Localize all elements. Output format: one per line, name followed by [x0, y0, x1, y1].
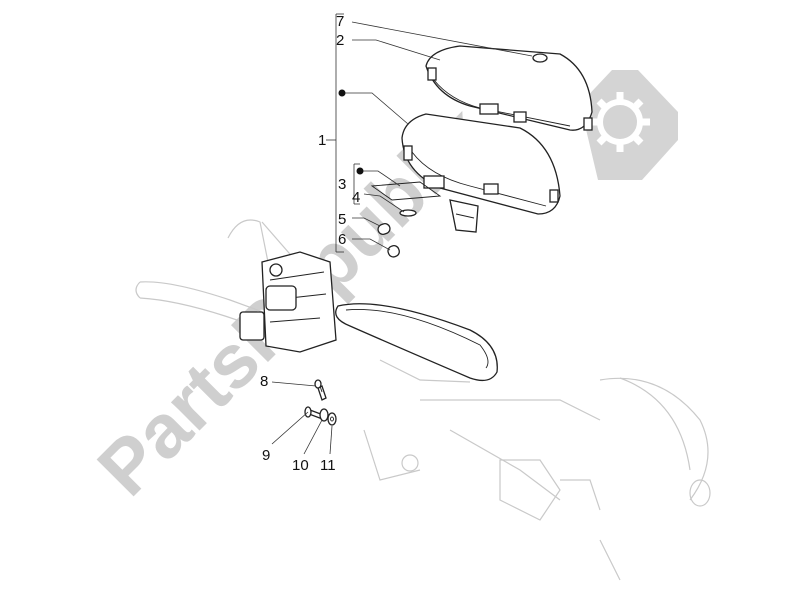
- callout-7: 7: [336, 13, 344, 30]
- callout-10: 10: [292, 457, 309, 474]
- nut-part-11: [327, 412, 337, 426]
- washer-part-10: [319, 408, 329, 422]
- gear-icon: [580, 70, 678, 180]
- fasteners: [304, 379, 337, 426]
- handlebar-ghost: [135, 219, 711, 581]
- dot-bullet-icon: [356, 167, 364, 175]
- callout-4: 4: [352, 189, 360, 206]
- callout-6: 6: [338, 231, 346, 248]
- dashboard-bezel: [335, 303, 498, 382]
- bulb-part-5: [377, 223, 391, 235]
- callout-1: 1: [318, 132, 326, 149]
- callout-labels: 7 2 1 3 4 5 6 8 9 10 11: [260, 13, 360, 474]
- dot-bullet-icon: [338, 89, 346, 97]
- bulb-part-6: [387, 245, 400, 258]
- watermark: PartsRepublik: [82, 70, 678, 512]
- leader-lines: [271, 21, 533, 455]
- instrument-panel-part-1: [401, 113, 561, 233]
- instrument-cover-part-2: [425, 45, 593, 131]
- callout-2: 2: [336, 32, 344, 49]
- small-parts: [370, 181, 442, 258]
- callout-9: 9: [262, 447, 270, 464]
- group-bracket-1: [326, 13, 344, 253]
- group-bracket-3: [353, 163, 360, 205]
- gasket-part-4: [399, 209, 417, 217]
- switch-housing: [239, 251, 337, 353]
- callout-3: 3: [338, 176, 346, 193]
- screw-head-part-8: [314, 379, 322, 389]
- callout-5: 5: [338, 211, 346, 228]
- callout-11: 11: [320, 457, 336, 474]
- callout-8: 8: [260, 373, 268, 390]
